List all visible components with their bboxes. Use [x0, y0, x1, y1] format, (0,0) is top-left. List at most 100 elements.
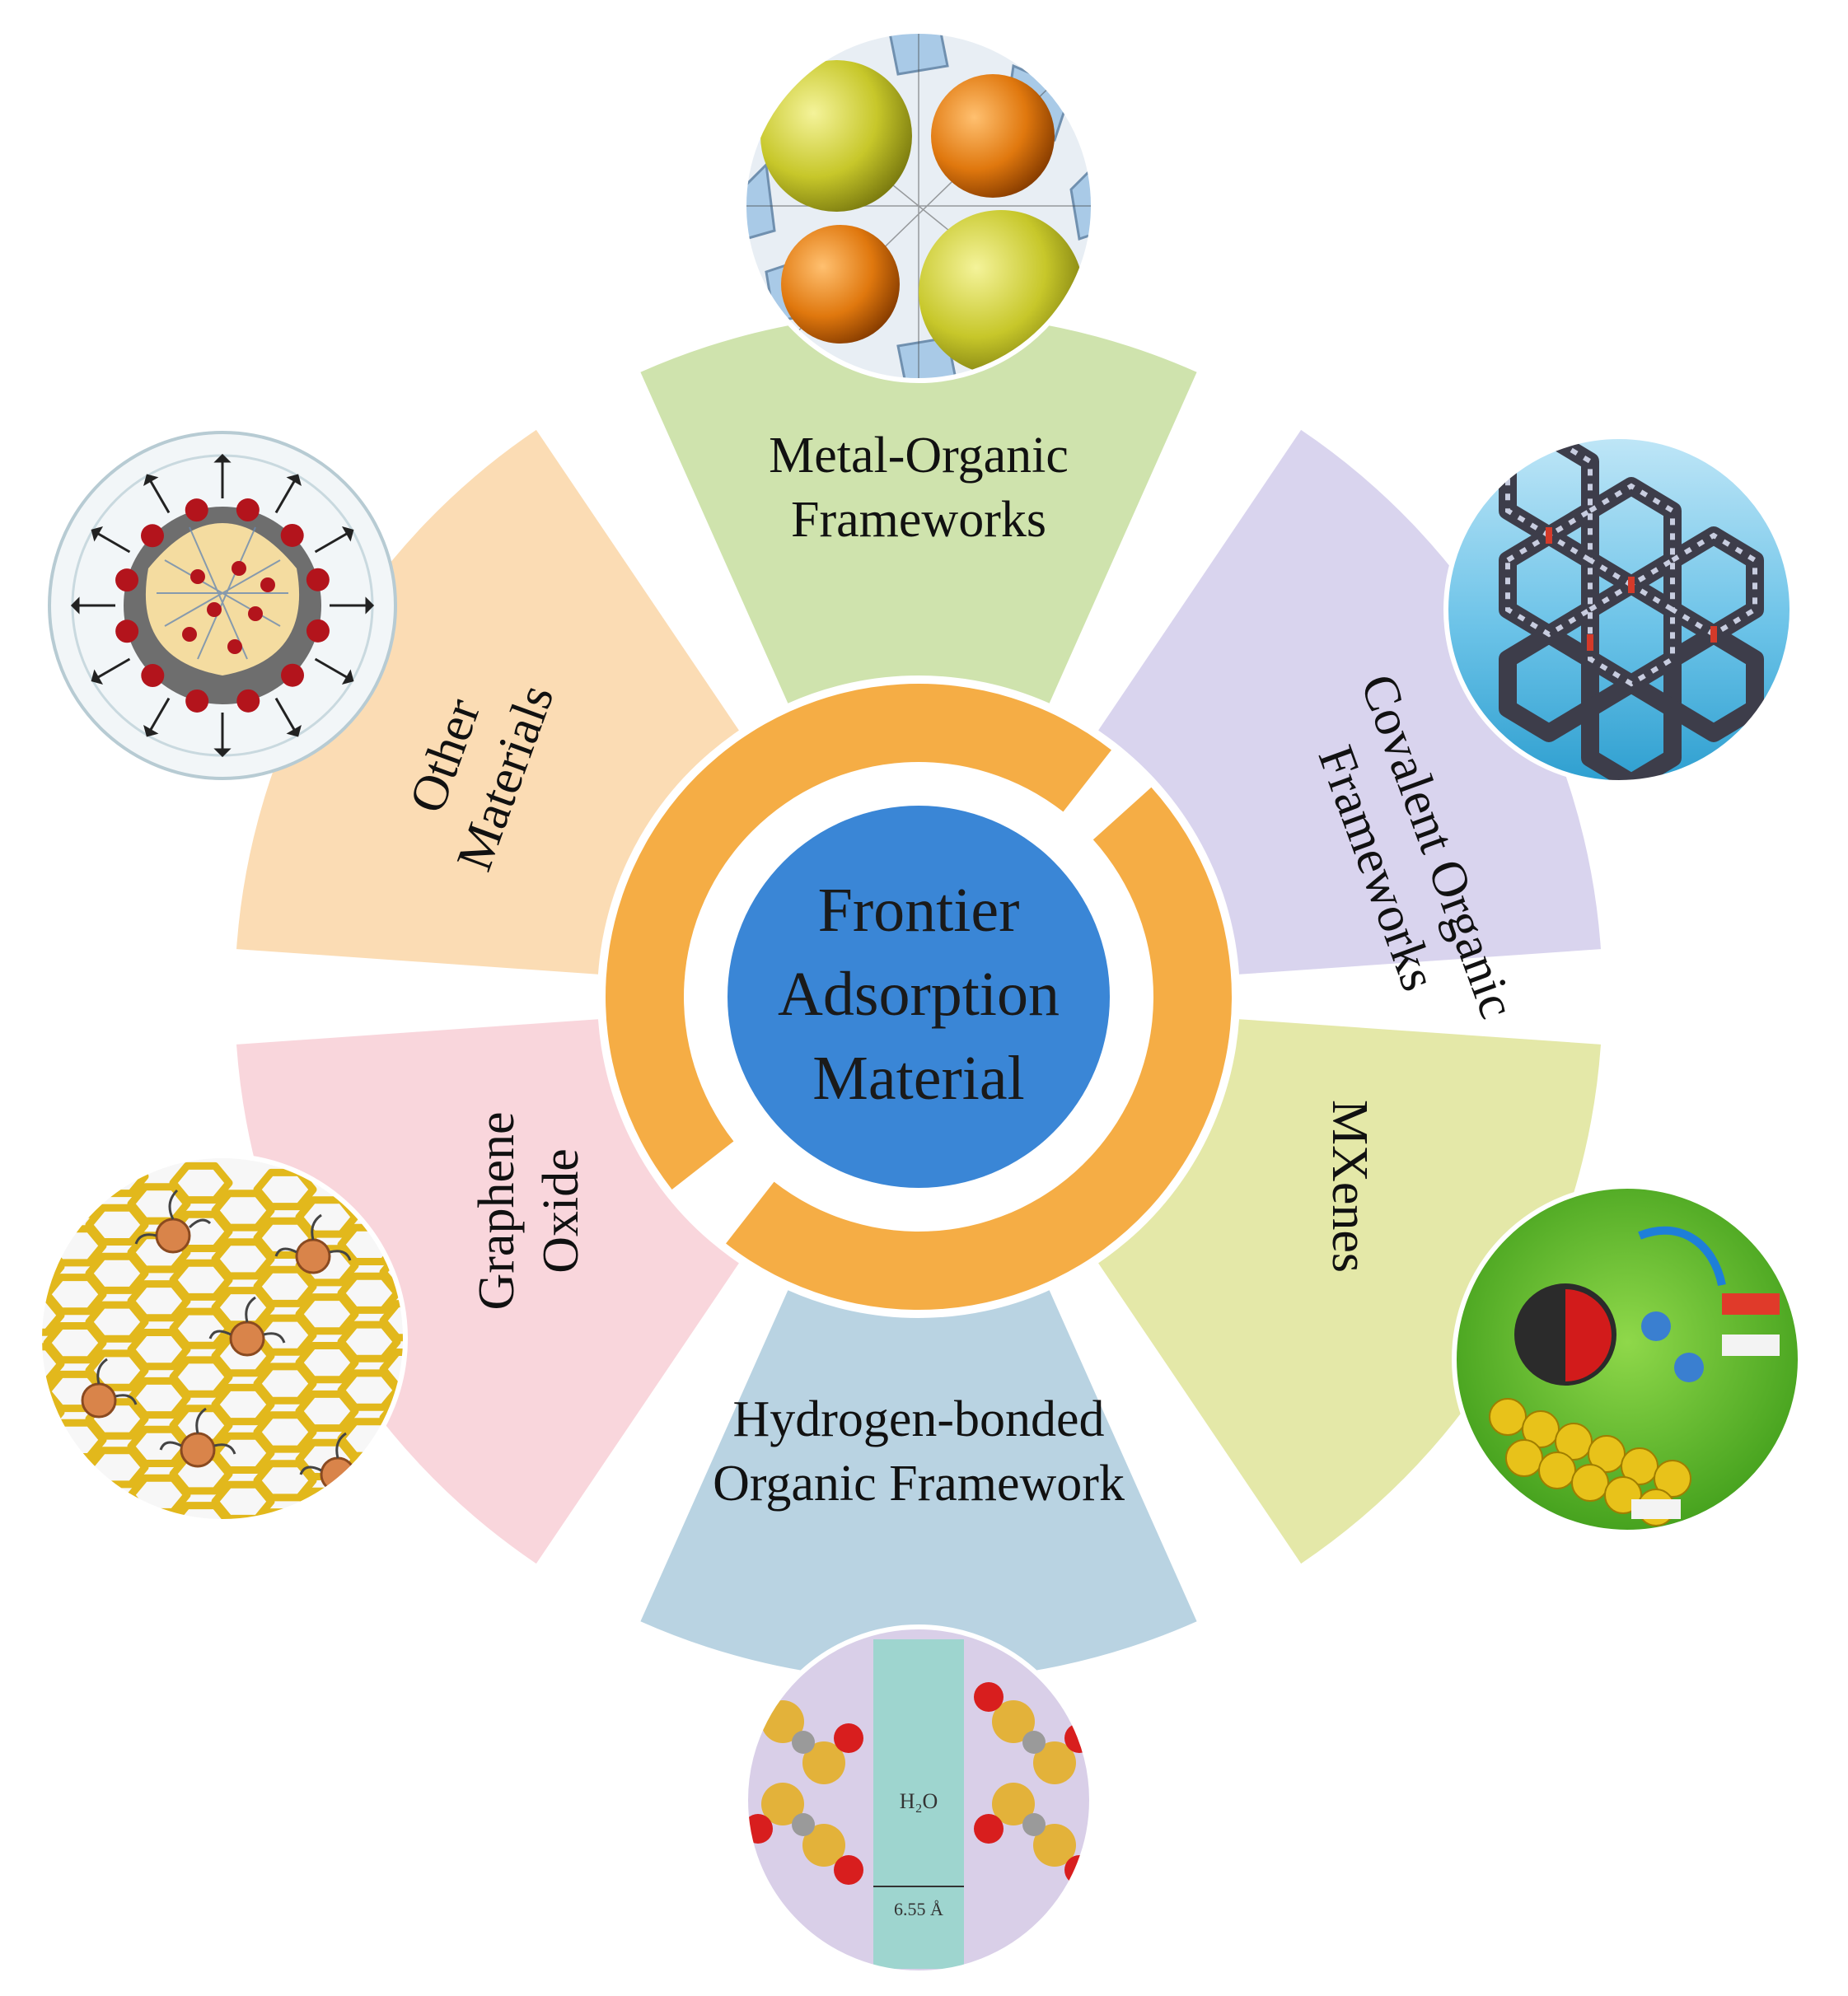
graphene-hex [85, 1301, 149, 1343]
graphene-hex [379, 1349, 405, 1391]
graphene-hex [169, 1453, 233, 1495]
core-particle [227, 639, 242, 654]
graphene-hex [85, 1349, 149, 1391]
release-arrow [96, 657, 131, 679]
release-arrowhead [143, 724, 159, 737]
release-arrow [314, 532, 349, 554]
graphene-hex [169, 1307, 233, 1349]
sector-wedge-cof [1098, 429, 1601, 975]
center-label-line-1: Frontier [818, 876, 1020, 945]
release-arrowhead [286, 724, 302, 737]
graphene-hex [47, 1568, 103, 1602]
graphene-hex [215, 1533, 271, 1567]
graphene-hex [257, 1561, 313, 1595]
graphene-hex [337, 1369, 401, 1411]
graphene-hex [85, 1204, 149, 1246]
graphene-hex [257, 1706, 313, 1740]
surface-particle [281, 663, 305, 687]
graphene-hex [173, 1699, 229, 1733]
graphene-hex [47, 1714, 103, 1748]
graphene-hex [85, 1252, 149, 1294]
graphene-hex [40, 1440, 65, 1482]
graphene-hex [383, 1546, 439, 1580]
surface-particle [141, 664, 165, 688]
sector-label-go-line-1: Graphene [469, 1112, 525, 1311]
graphene-oxide-sheet-icon [37, 1153, 439, 1774]
graphene-hex [299, 1540, 355, 1573]
surface-particle [236, 689, 260, 713]
graphene-hex [257, 1657, 313, 1691]
graphene-hex [341, 1713, 397, 1746]
graphene-hex [337, 1515, 401, 1522]
graphene-hex [383, 1595, 439, 1629]
surface-particle [236, 498, 260, 522]
release-arrowhead [365, 596, 375, 615]
surface-particle [185, 689, 209, 713]
graphene-hex [383, 1692, 439, 1726]
surface-particle [306, 619, 330, 643]
graphene-hex [341, 1568, 397, 1601]
sector-label-hof-line-1: Hydrogen-bonded [732, 1391, 1104, 1447]
graphene-hex [85, 1398, 149, 1440]
graphene-hex [85, 1495, 149, 1522]
graphene-hex [173, 1554, 229, 1588]
sector-label-go-line-2: Oxide [533, 1148, 589, 1274]
surface-particle [140, 524, 164, 548]
graphene-hex [299, 1734, 355, 1768]
hof-molecular-packing-icon: H₂O 6.55 Å [743, 1624, 1094, 1975]
release-arrowhead [91, 669, 104, 685]
sector-label-mxenes: MXenes [1322, 1100, 1378, 1273]
graphene-hex [253, 1460, 317, 1502]
graphene-hex [379, 1493, 405, 1522]
graphene-hex [383, 1741, 439, 1774]
surface-particle [280, 523, 304, 547]
graphene-hex [379, 1300, 405, 1342]
graphene-hex [337, 1466, 401, 1508]
center-label-line-2: Adsorption [778, 960, 1060, 1029]
graphene-hex [299, 1588, 355, 1622]
nanoparticle-release-icon [48, 431, 397, 780]
release-arrowhead [213, 453, 232, 463]
sector-label-mof-line-1: Metal-Organic [769, 428, 1069, 484]
release-arrowhead [286, 474, 302, 487]
sector-wedge-go [236, 1019, 739, 1564]
graphene-hex [169, 1356, 233, 1398]
core-particle [207, 602, 222, 617]
mxene-reaction-scheme-icon [1452, 1184, 1803, 1535]
ring-segment-left [605, 683, 1111, 1190]
graphene-hex [379, 1251, 405, 1293]
graphene-hex [253, 1363, 317, 1405]
graphene-hex [89, 1548, 145, 1582]
release-arrowhead [143, 474, 159, 487]
core-particle [182, 627, 197, 642]
graphene-hex [131, 1624, 187, 1657]
release-arrowhead [341, 669, 354, 685]
graphene-hex [169, 1405, 233, 1447]
graphene-hex [173, 1651, 229, 1685]
surface-particle [185, 498, 208, 522]
graphene-hex [40, 1197, 65, 1239]
core-particle [232, 561, 246, 576]
graphene-hex [89, 1693, 145, 1727]
core-particle [260, 577, 275, 592]
graphene-hex [215, 1679, 271, 1713]
graphene-hex [253, 1411, 317, 1453]
core-particle [248, 606, 263, 621]
sector-label-mof-line-2: Frameworks [791, 492, 1046, 548]
graphene-hex [215, 1727, 271, 1761]
graphene-hex [169, 1162, 233, 1204]
cof-honeycomb-structure-icon [1443, 434, 1794, 785]
surface-particle [306, 568, 330, 591]
sector-wedge-mxenes [1098, 1019, 1601, 1564]
graphene-hex [215, 1582, 271, 1615]
graphene-hex [89, 1644, 145, 1678]
sector-wedge-hof [640, 1290, 1197, 1680]
graphene-hex [337, 1272, 401, 1314]
release-arrowhead [213, 748, 232, 758]
graphene-hex [173, 1602, 229, 1636]
